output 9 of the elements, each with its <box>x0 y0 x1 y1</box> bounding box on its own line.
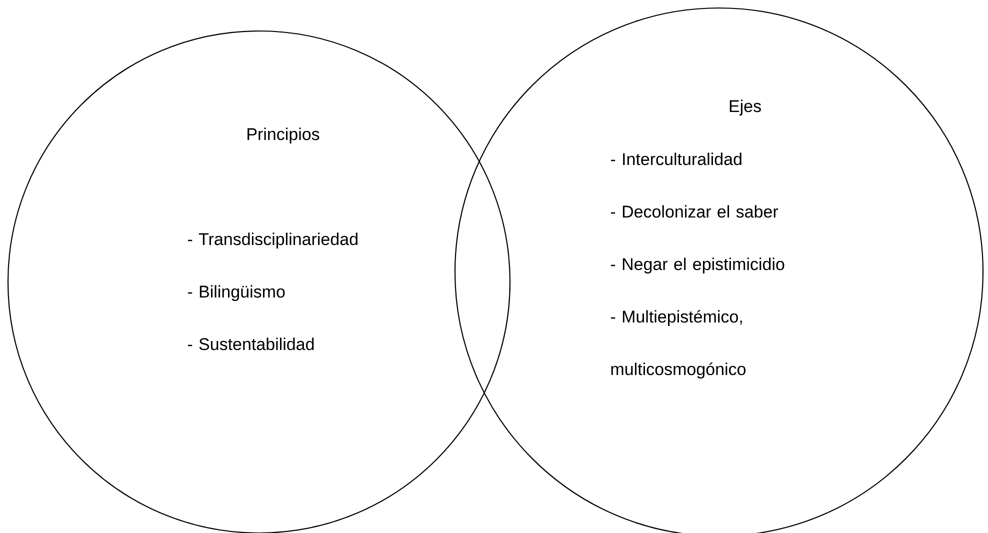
circle-heading: Principios <box>248 128 320 144</box>
circle-heading: Ejes <box>730 100 761 116</box>
list-item: - Bilingüismo <box>188 285 285 302</box>
list-item: - Sustentabilidad <box>188 338 314 350</box>
list-item: - Interculturalidad <box>610 152 742 166</box>
list-item: - Multiepistémico, multicosmogónico <box>610 310 746 379</box>
list-item: - Transdisciplinariedad <box>188 232 358 249</box>
list-item: - Decolonizar el saber <box>610 205 778 218</box>
list-item: - Negar el epistimicidio <box>610 258 784 274</box>
